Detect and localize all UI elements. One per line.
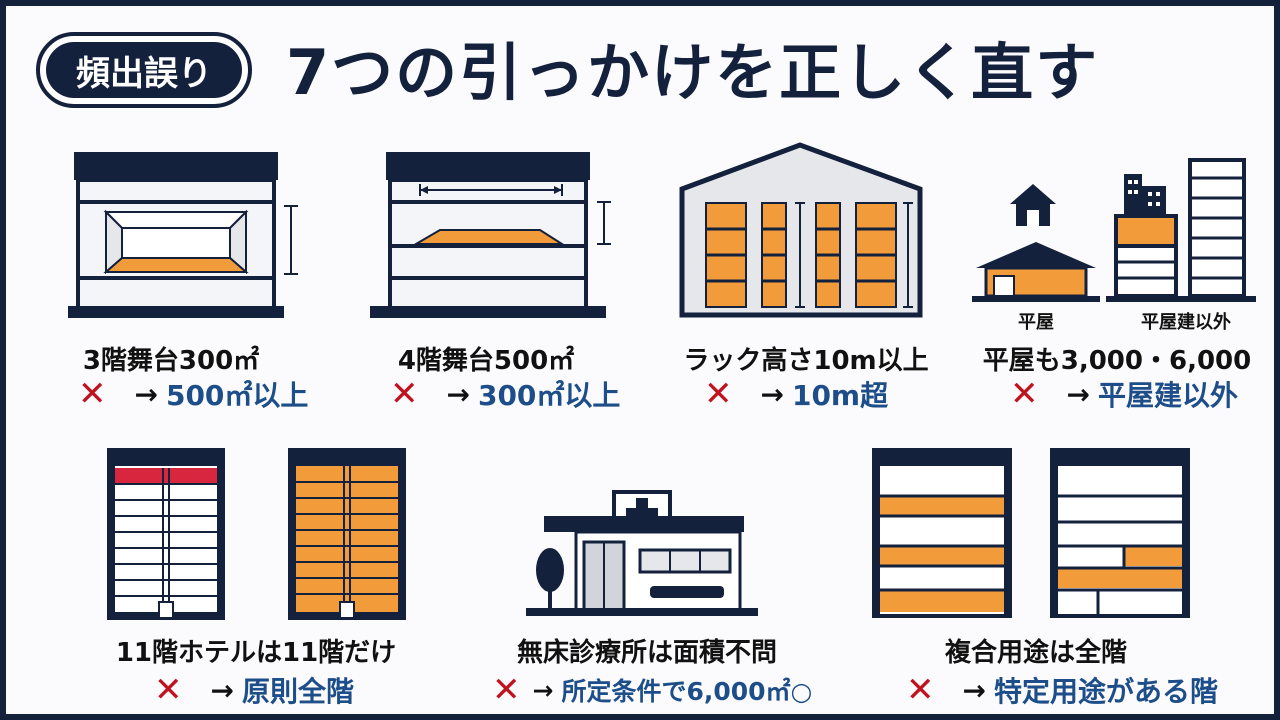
house-icon <box>1010 184 1056 226</box>
item-4-fix: 平屋建以外 <box>1097 379 1238 412</box>
item-4-label: 平屋も3,000・6,000 <box>982 346 1252 376</box>
item-1-label: 3階舞台300㎡ <box>82 346 260 376</box>
item-7-answer: ✕ → 特定用途がある階 <box>906 670 1218 710</box>
item-4-sub-left: 平屋 <box>1018 312 1054 333</box>
item-4-sub-right: 平屋建以外 <box>1141 312 1231 333</box>
arrow-right-icon: → <box>1066 377 1090 411</box>
hotel-11f-illustration <box>107 448 225 620</box>
item-6-fix: 所定条件で6,000㎡○ <box>561 677 813 706</box>
item-3-answer: ✕ → 10m超 <box>704 374 888 414</box>
cross-icon: ✕ <box>1010 374 1039 414</box>
single-storey-building-illustration <box>972 242 1100 302</box>
multi-storey-building-illustration <box>1106 158 1256 302</box>
mixed-use-all-floors-illustration <box>872 448 1012 618</box>
arrow-right-icon: → <box>532 675 554 705</box>
item-6-answer: ✕ → 所定条件で6,000㎡○ <box>492 670 812 710</box>
mixed-use-specific-floors-illustration <box>1050 448 1190 618</box>
item-5-fix: 原則全階 <box>241 675 354 708</box>
item-1-fix: 500㎡以上 <box>165 379 309 412</box>
hotel-all-floors-illustration <box>288 448 406 620</box>
stage-4f-illustration <box>370 152 611 318</box>
cross-icon: ✕ <box>154 670 183 710</box>
page-title: 7つの引っかけを正しく直す <box>286 36 1100 109</box>
cross-icon: ✕ <box>78 374 107 414</box>
item-6-label: 無床診療所は面積不問 <box>516 638 777 668</box>
item-2-fix: 300㎡以上 <box>477 379 621 412</box>
item-4-answer: ✕ → 平屋建以外 <box>1010 374 1238 414</box>
arrow-right-icon: → <box>446 377 470 411</box>
cross-icon: ✕ <box>492 670 521 710</box>
cross-icon: ✕ <box>704 374 733 414</box>
item-5-label: 11階ホテルは11階だけ <box>115 638 397 668</box>
item-1-answer: ✕ → 500㎡以上 <box>78 374 308 414</box>
city-building-icon <box>1124 174 1166 216</box>
header-badge-label: 頻出誤り <box>46 42 242 98</box>
cross-icon: ✕ <box>906 670 935 710</box>
item-2-label: 4階舞台500㎡ <box>397 346 575 376</box>
arrow-right-icon: → <box>760 377 784 411</box>
clinic-illustration <box>526 490 758 616</box>
item-3-label: ラック高さ10m以上 <box>683 346 929 376</box>
item-2-answer: ✕ → 300㎡以上 <box>390 374 620 414</box>
header-badge: 頻出誤り <box>36 32 252 108</box>
arrow-right-icon: → <box>962 673 986 707</box>
item-7-label: 複合用途は全階 <box>944 638 1127 668</box>
item-7-fix: 特定用途がある階 <box>993 675 1218 708</box>
cross-icon: ✕ <box>390 374 419 414</box>
arrow-right-icon: → <box>210 673 234 707</box>
stage-3f-illustration <box>68 152 298 318</box>
item-5-answer: ✕ → 原則全階 <box>154 670 354 710</box>
arrow-right-icon: → <box>134 377 158 411</box>
rack-warehouse-illustration <box>679 142 923 318</box>
item-3-fix: 10m超 <box>791 379 889 412</box>
